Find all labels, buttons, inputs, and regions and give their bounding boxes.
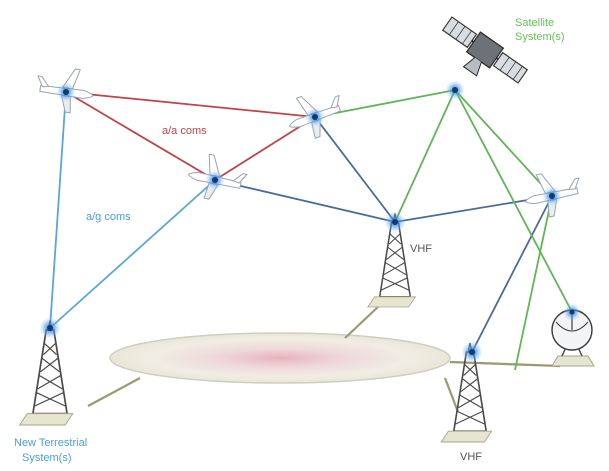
network-nodes bbox=[39, 80, 581, 363]
vhf-links bbox=[214, 116, 553, 353]
terrestrial-label-line2: System(s) bbox=[22, 452, 72, 464]
satellite-label-line2: System(s) bbox=[515, 31, 565, 43]
ground-links bbox=[87, 304, 561, 413]
satellite-links bbox=[314, 89, 573, 371]
air-ground-coms-label: a/g coms bbox=[86, 211, 131, 223]
vhf-label-center: VHF bbox=[410, 243, 432, 255]
air-air-coms-label: a/a coms bbox=[162, 125, 207, 137]
air-ground-links bbox=[49, 91, 216, 329]
satellite-dish-icon bbox=[551, 309, 595, 367]
terrestrial-label-line1: New Terrestrial bbox=[14, 437, 87, 449]
satellite-icon bbox=[441, 16, 529, 84]
vhf-label-bottom: VHF bbox=[460, 451, 482, 463]
ground-network-disc bbox=[109, 332, 451, 384]
satellite-label-line1: Satellite bbox=[515, 17, 554, 29]
